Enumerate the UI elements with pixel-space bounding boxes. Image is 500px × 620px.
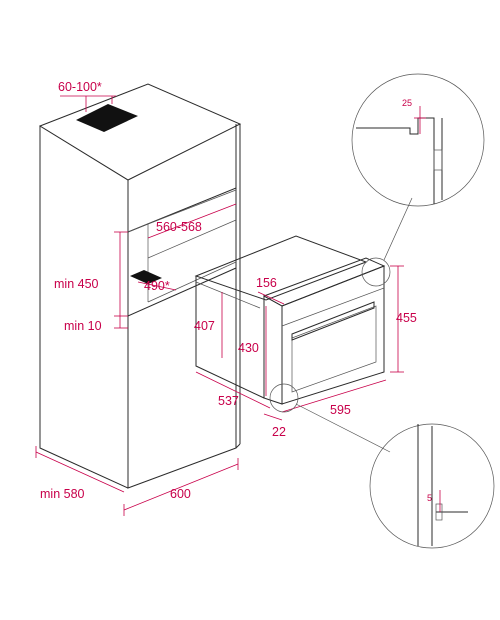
detail-marker-top — [361, 257, 391, 287]
dim-vent-depth: 490* — [137, 279, 177, 293]
dim-niche-width: 560-568 — [147, 203, 237, 239]
dim-front-thickness-label: 22 — [272, 425, 286, 439]
dim-front-width-label: 595 — [330, 403, 351, 417]
dim-min-gap-label: min 10 — [64, 319, 102, 333]
dim-oven-depth-label: 537 — [218, 394, 239, 408]
top-vent — [76, 104, 138, 132]
dim-cabinet-width-label: 600 — [170, 487, 191, 501]
dim-oven-back-height-label: 407 — [194, 319, 215, 333]
detail-top-label: 25 — [402, 98, 412, 108]
detail-marker-bottom — [269, 383, 299, 413]
dim-panel-depth: 156 — [256, 276, 285, 305]
dim-body-height: 430 — [238, 306, 267, 396]
dim-min-height: min 450 — [54, 231, 128, 317]
dim-body-height-label: 430 — [238, 341, 259, 355]
dim-front-width: 595 — [281, 379, 387, 417]
dim-cabinet-depth: min 580 — [35, 446, 125, 501]
dim-min-height-label: min 450 — [54, 277, 99, 291]
dim-vent-label: 60-100* — [58, 80, 102, 94]
dim-panel-depth-label: 156 — [256, 276, 277, 290]
dim-vent-depth-label: 490* — [144, 279, 170, 293]
cabinet — [38, 83, 242, 489]
niche-opening — [127, 187, 237, 317]
detail-bottom: 5 — [369, 423, 495, 549]
dim-oven-back-height: 407 — [194, 292, 223, 358]
dim-oven-depth: 537 — [195, 371, 271, 409]
oven — [194, 235, 386, 405]
dim-vent: 60-100* — [58, 80, 116, 112]
dim-cabinet-width: 600 — [123, 458, 239, 516]
dim-niche-width-label: 560-568 — [156, 220, 202, 234]
detail-bottom-label: 5 — [427, 493, 432, 503]
dim-front-height-label: 455 — [396, 311, 417, 325]
niche-vent — [130, 270, 162, 284]
dim-min-gap: min 10 — [64, 316, 128, 333]
dim-front-height: 455 — [390, 265, 417, 373]
detail-top: 25 — [351, 73, 485, 207]
dim-front-thickness: 22 — [263, 413, 286, 439]
dim-cabinet-depth-label: min 580 — [40, 487, 85, 501]
